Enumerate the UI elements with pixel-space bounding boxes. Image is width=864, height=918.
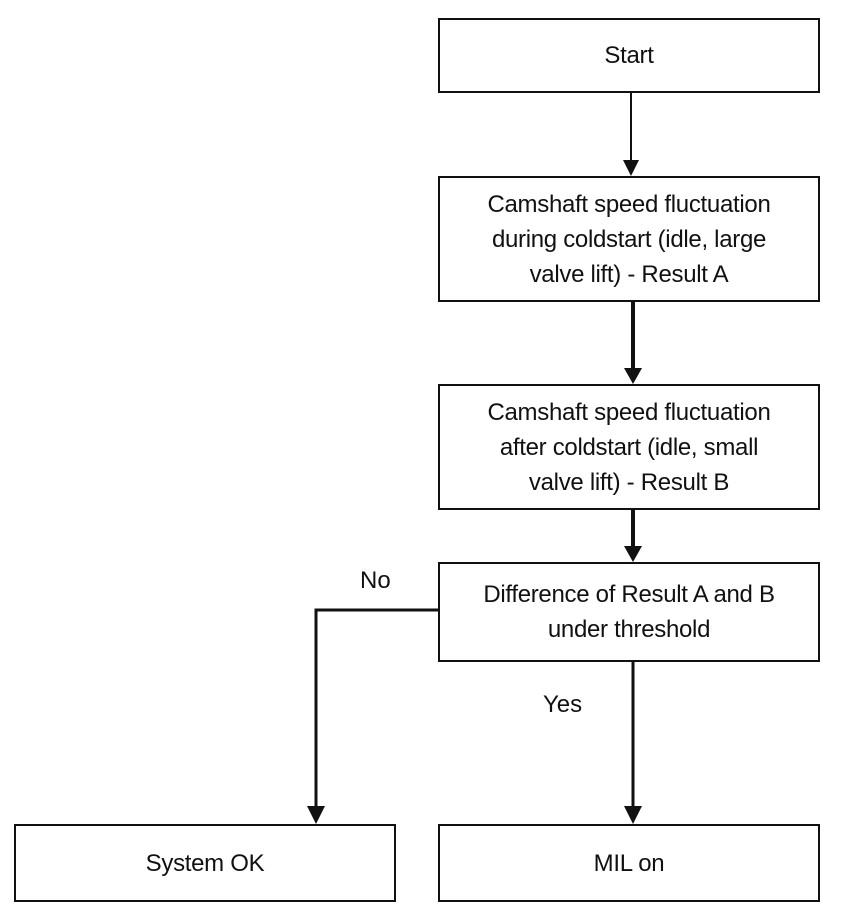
arrow-step-a-to-step-b-head — [624, 368, 642, 384]
step-a-line-3: valve lift) - Result A — [529, 260, 729, 288]
arrow-decision-to-system-ok-head — [307, 806, 325, 824]
mil-on-box: MIL on — [438, 824, 820, 902]
system-ok-box: System OK — [14, 824, 396, 902]
edge-label-no: No — [360, 567, 391, 594]
step-a-box: Camshaft speed fluctuation during coldst… — [438, 176, 820, 302]
step-b-line-1: Camshaft speed fluctuation — [487, 398, 771, 426]
decision-line-1: Difference of Result A and B — [483, 581, 775, 608]
step-a-line-1: Camshaft speed fluctuation — [487, 190, 771, 218]
step-b-text: Camshaft speed fluctuation after coldsta… — [487, 395, 770, 500]
system-ok-line-1: System OK — [145, 849, 265, 877]
arrow-step-b-to-decision-head — [624, 546, 642, 562]
arrow-decision-to-mil-head — [624, 806, 642, 824]
decision-line-2: under threshold — [547, 616, 711, 643]
arrow-decision-to-system-ok-line — [314, 608, 440, 806]
step-a-text: Camshaft speed fluctuation during coldst… — [487, 187, 770, 292]
mil-on-line-1: MIL on — [593, 849, 665, 877]
step-b-line-2: after coldstart (idle, small — [499, 433, 759, 461]
system-ok-text: System OK — [146, 846, 265, 881]
step-a-line-2: during coldstart (idle, large — [491, 225, 767, 253]
decision-box: Difference of Result A and B under thres… — [438, 562, 820, 662]
step-b-line-3: valve lift) - Result B — [528, 468, 730, 496]
start-text: Start — [604, 38, 653, 73]
decision-text: Difference of Result A and B under thres… — [483, 577, 775, 647]
start-line-1: Start — [604, 42, 654, 69]
mil-on-text: MIL on — [594, 846, 665, 881]
step-b-box: Camshaft speed fluctuation after coldsta… — [438, 384, 820, 510]
start-box: Start — [438, 18, 820, 93]
edge-label-yes: Yes — [543, 691, 583, 718]
arrow-start-to-step-a-head — [623, 160, 639, 176]
